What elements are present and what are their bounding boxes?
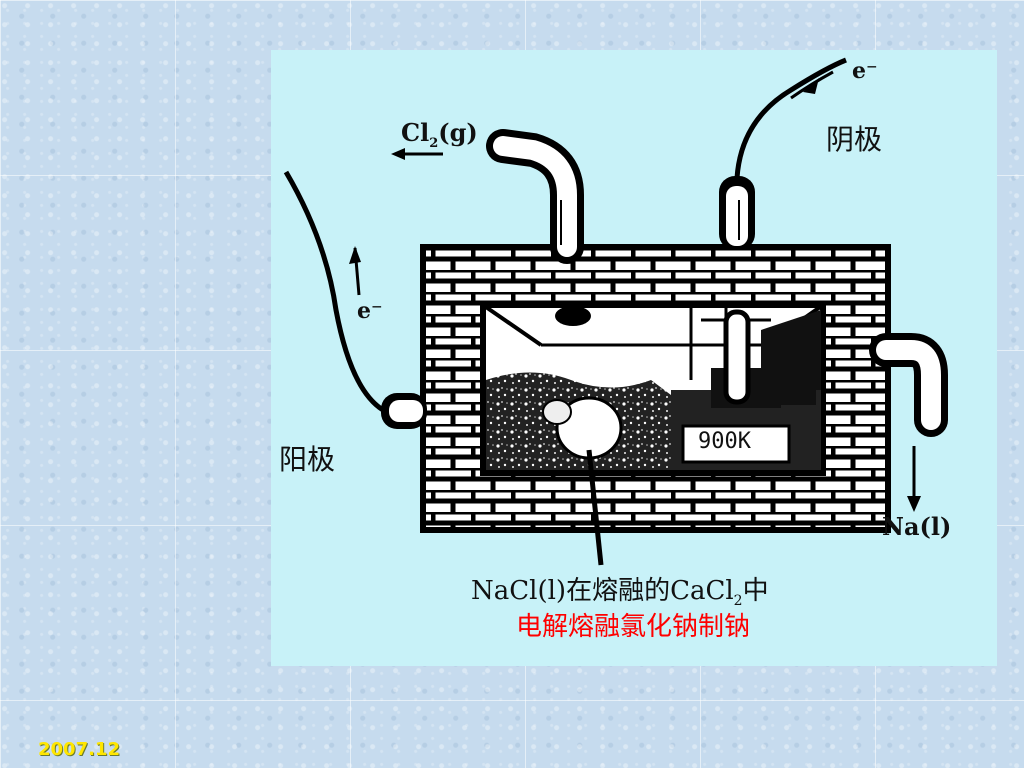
electron-label-cathode: e⁻ [852,58,878,84]
cathode-label: 阴极 [826,123,883,156]
anode-label: 阳极 [279,443,336,476]
temperature-plate [681,424,791,464]
electrolysis-diagram-panel: Cl2(g) e⁻ 阴极 e⁻ 阳极 900K Na(l) NaCl(l)在熔融… [271,50,997,666]
sodium-liquid-label: Na(l) [882,512,952,541]
chlorine-gas-label: Cl2(g) [401,118,478,151]
footer-date: 2007.12 [38,739,120,760]
caption-line-1: NaCl(l)在熔融的CaCl2中 [471,576,769,610]
electron-label-anode: e⁻ [357,298,383,324]
caption-line-2: 电解熔融氯化钠制钠 [516,612,751,642]
anode-wire [283,170,385,413]
caption-pointer-line [586,449,604,566]
temperature-label: 900K [698,429,751,454]
cathode-wire [734,57,847,179]
electrolysis-cell-drawing [283,57,948,566]
